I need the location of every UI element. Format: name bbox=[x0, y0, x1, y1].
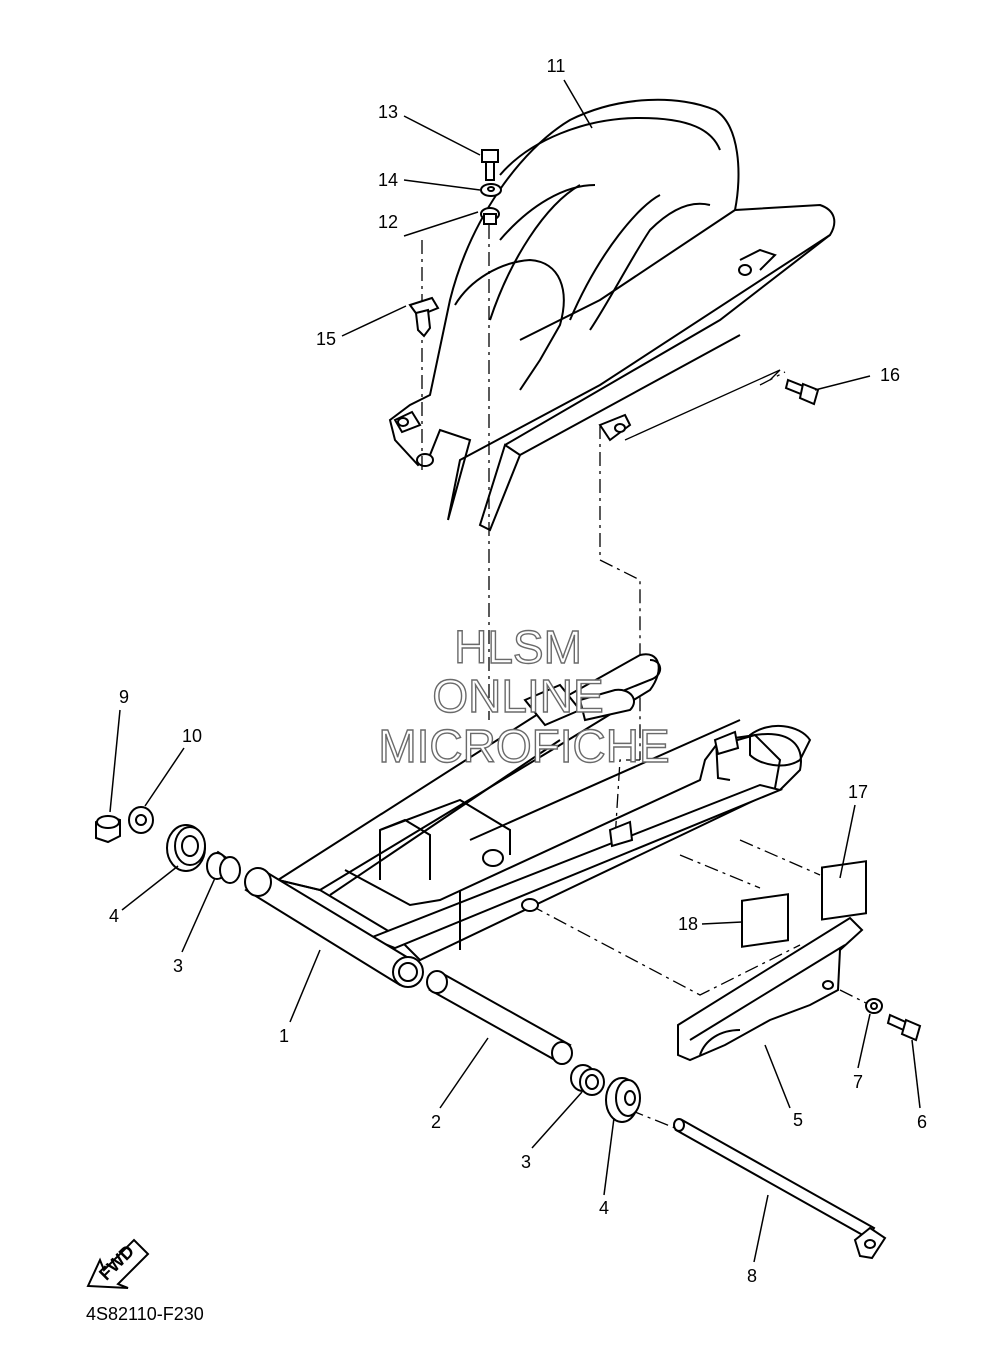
callout-numbers: 1 2 3 3 4 4 5 6 7 8 9 10 11 12 13 14 15 … bbox=[109, 56, 927, 1286]
callout-17: 17 bbox=[848, 782, 868, 802]
nut-part-9 bbox=[95, 814, 121, 844]
callout-3b: 3 bbox=[521, 1152, 531, 1172]
callout-3: 3 bbox=[173, 956, 183, 976]
diagram-code: 4S82110-F230 bbox=[86, 1304, 204, 1324]
alignment-lines bbox=[421, 225, 871, 1131]
callout-12: 12 bbox=[378, 212, 398, 232]
label-part-18 bbox=[741, 893, 789, 948]
washer-part-14 bbox=[480, 183, 502, 197]
leader-lines bbox=[109, 79, 921, 1263]
callout-4b: 4 bbox=[599, 1198, 609, 1218]
clip-part-15 bbox=[408, 296, 440, 338]
callout-2: 2 bbox=[431, 1112, 441, 1132]
callout-11: 11 bbox=[547, 56, 566, 76]
bearing-part-3-right bbox=[570, 1064, 605, 1096]
callout-18: 18 bbox=[678, 914, 698, 934]
watermark-line-1: HLSM bbox=[454, 621, 582, 673]
callout-1: 1 bbox=[279, 1026, 289, 1046]
bolt-part-16 bbox=[784, 378, 820, 406]
callout-7: 7 bbox=[853, 1072, 863, 1092]
pivot-shaft-part-8 bbox=[673, 1118, 887, 1260]
callout-8: 8 bbox=[747, 1266, 757, 1286]
oil-seal-part-4-right bbox=[605, 1077, 641, 1123]
watermark: HLSM ONLINE MICROFICHE bbox=[378, 620, 671, 772]
fwd-arrow-icon: FWD bbox=[86, 1238, 150, 1289]
callout-16: 16 bbox=[880, 365, 900, 385]
callout-6: 6 bbox=[917, 1112, 927, 1132]
chain-guide-part-5 bbox=[677, 916, 864, 1062]
callout-15: 15 bbox=[316, 329, 336, 349]
bolt-part-6 bbox=[886, 1013, 922, 1042]
bearing-part-3-left bbox=[206, 850, 241, 884]
collar-part-12 bbox=[480, 207, 500, 225]
callout-13: 13 bbox=[378, 102, 398, 122]
callout-5: 5 bbox=[793, 1110, 803, 1130]
bolt-part-13 bbox=[481, 149, 499, 181]
label-part-17 bbox=[821, 860, 867, 921]
washer-part-10 bbox=[128, 806, 154, 834]
oil-seal-part-4-left bbox=[166, 824, 206, 872]
washer-part-7 bbox=[865, 998, 883, 1014]
callout-9: 9 bbox=[119, 687, 129, 707]
callout-10: 10 bbox=[182, 726, 202, 746]
callout-4: 4 bbox=[109, 906, 119, 926]
callout-14: 14 bbox=[378, 170, 398, 190]
watermark-line-2: ONLINE bbox=[432, 670, 603, 722]
collar-part-2 bbox=[426, 970, 573, 1065]
swingarm-part-1 bbox=[244, 653, 812, 988]
rear-fender-part-11 bbox=[388, 98, 836, 532]
watermark-line-3: MICROFICHE bbox=[378, 720, 669, 772]
